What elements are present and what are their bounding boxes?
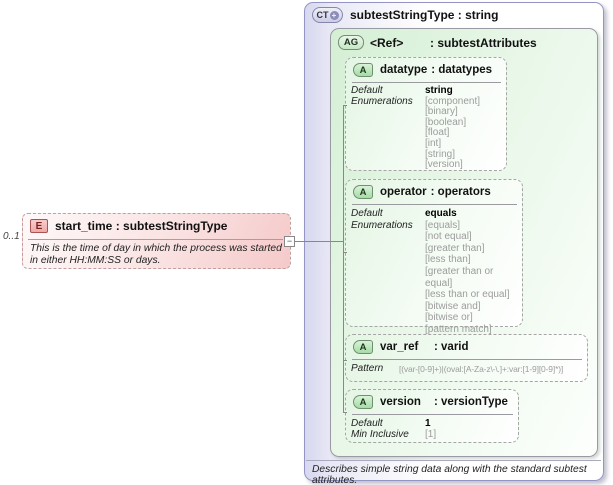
facet-label: Enumerations: [351, 219, 413, 231]
attribute-title: datatype: datatypes: [380, 64, 492, 76]
attribute-title: version : versionType: [380, 396, 508, 408]
attribute-box-var-ref[interactable]: A var_ref : varid Pattern [(var-[0-9]+)|(…: [345, 334, 588, 382]
attribute-type: : versionType: [434, 396, 508, 408]
enumeration-value: [greater than]: [425, 242, 485, 254]
connector-stub-operator: [344, 252, 347, 253]
facet-label: Min Inclusive: [351, 429, 409, 440]
facet-default-value: equals: [425, 208, 457, 219]
connector-line: [295, 241, 344, 242]
attribute-group-badge: AG: [338, 35, 364, 50]
separator: [352, 82, 501, 83]
facet-table: Pattern [(var-[0-9]+)|(oval:[A-Za-z\-\.]…: [351, 363, 584, 375]
connector-stub-var-ref: [344, 360, 347, 361]
facet-table: Default 1 Min Inclusive [1]: [351, 418, 515, 440]
facet-row-default: Default 1: [351, 418, 515, 429]
element-description: This is the time of day in which the pro…: [30, 243, 282, 266]
attribute-title: operator: operators: [380, 186, 491, 198]
facet-row-pattern: Pattern [(var-[0-9]+)|(oval:[A-Za-z\-\.]…: [351, 363, 584, 375]
facet-min-value: [1]: [425, 429, 437, 440]
attribute-header: A operator: operators: [353, 185, 491, 199]
attribute-group-name: <Ref>: [370, 35, 404, 50]
enumeration-value: [less than]: [425, 254, 471, 266]
connector-trunk-line: [343, 105, 344, 413]
attribute-type: : varid: [434, 341, 469, 353]
attribute-box-datatype[interactable]: A datatype: datatypes Default string Enu…: [345, 57, 507, 171]
facet-label: Default: [351, 85, 383, 96]
facet-label: Pattern: [351, 363, 384, 374]
attribute-name: operator: [380, 186, 427, 198]
separator: [352, 359, 582, 360]
connector-stub-datatype: [344, 105, 347, 106]
enumeration-value: [boolean]: [425, 116, 467, 128]
attribute-badge: A: [353, 185, 373, 199]
facet-row-default: Default string: [351, 85, 503, 97]
attribute-box-version[interactable]: A version : versionType Default 1 Min Inc…: [345, 389, 519, 443]
enumeration-list: [equals][not equal][greater than][less t…: [425, 220, 519, 336]
complex-type-title: subtestStringType : string: [350, 8, 499, 22]
facet-row-enumerations: Enumerations [component][binary][boolean…: [351, 95, 503, 171]
attribute-header: A var_ref : varid: [353, 340, 469, 354]
facet-row-default: Default equals: [351, 208, 519, 220]
attribute-type: : operators: [430, 186, 491, 198]
complex-type-badge-label: CT: [316, 10, 329, 20]
enumeration-value: [greater than or equal]: [425, 265, 494, 289]
enumeration-value: [pattern match]: [425, 323, 492, 335]
facet-label: Enumerations: [351, 95, 413, 107]
separator: [352, 204, 517, 205]
enumeration-value: [less than or equal]: [425, 289, 510, 301]
attribute-badge: A: [353, 63, 373, 77]
facet-table: Default equals Enumerations [equals][not…: [351, 208, 519, 336]
separator: [306, 460, 601, 461]
facet-label: Default: [351, 208, 383, 219]
facet-default-value: 1: [425, 418, 431, 429]
complex-type-badge: CT +: [312, 7, 343, 23]
multiplicity-label: 0..1: [3, 231, 20, 242]
expand-icon[interactable]: +: [329, 10, 339, 20]
enumeration-value: [not equal]: [425, 231, 472, 243]
facet-table: Default string Enumerations [component][…: [351, 85, 503, 171]
attribute-box-operator[interactable]: A operator: operators Default equals Enu…: [345, 179, 523, 335]
element-title: start_time : subtestStringType: [55, 219, 228, 233]
enumeration-value: [version]: [425, 159, 463, 171]
enumeration-value: [equals]: [425, 219, 461, 231]
complex-type-header: CT + subtestStringType : string: [312, 7, 498, 23]
enumeration-value: [string]: [425, 148, 456, 160]
enumeration-value: [binary]: [425, 106, 458, 118]
enumeration-value: [bitwise or]: [425, 312, 473, 324]
attribute-group-type: : subtestAttributes: [430, 35, 537, 50]
separator: [352, 414, 513, 415]
facet-pattern-value: [(var-[0-9]+)|(oval:[A-Za-z\-\.]+:var:[1…: [399, 364, 564, 374]
facet-row-enumerations: Enumerations [equals][not equal][greater…: [351, 220, 519, 336]
element-box-start-time[interactable]: [22, 213, 291, 269]
facet-default-value: string: [425, 85, 453, 96]
connector-stub-version: [344, 412, 347, 413]
attribute-header: A datatype: datatypes: [353, 63, 492, 77]
element-header: E start_time : subtestStringType: [30, 219, 227, 233]
separator: [28, 239, 283, 240]
enumeration-value: [int]: [425, 137, 442, 149]
attribute-title: var_ref : varid: [380, 341, 469, 353]
attribute-group-header: AG <Ref> : subtestAttributes: [338, 35, 537, 50]
enumeration-value: [float]: [425, 127, 450, 139]
attribute-name: version: [380, 396, 421, 408]
attribute-badge: A: [353, 340, 373, 354]
attribute-header: A version : versionType: [353, 395, 508, 409]
complex-type-description: Describes simple string data along with …: [312, 464, 587, 485]
enumeration-value: [component]: [425, 95, 481, 107]
attribute-name: datatype: [380, 64, 428, 76]
attribute-name: var_ref: [380, 341, 419, 353]
collapse-toggle-icon[interactable]: −: [284, 236, 295, 247]
enumeration-list: [component][binary][boolean][float][int]…: [425, 95, 503, 171]
enumeration-value: [bitwise and]: [425, 300, 481, 312]
attribute-type: : datatypes: [431, 64, 493, 76]
facet-row-min-inclusive: Min Inclusive [1]: [351, 429, 515, 440]
facet-label: Default: [351, 418, 383, 429]
element-badge: E: [30, 219, 48, 233]
attribute-badge: A: [353, 395, 373, 409]
